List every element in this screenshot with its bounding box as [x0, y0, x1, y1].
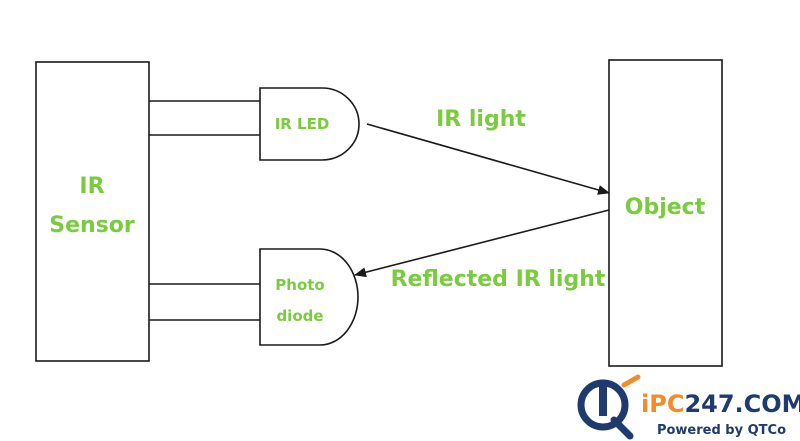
ir-led-block	[259, 87, 360, 161]
logo-prefix: iPC	[641, 390, 684, 418]
ir-sensor-block	[35, 61, 150, 362]
ipc247-logo: iPC247.COM Powered by QTCo	[577, 374, 800, 440]
photodiode-label-line1: Photo	[275, 276, 324, 294]
ir-light-arrow	[366, 123, 610, 195]
photodiode-label-line2: diode	[276, 307, 323, 325]
logo-suffix: 247.COM	[684, 390, 800, 418]
ir-light-label: IR light	[436, 107, 526, 132]
object-block	[608, 59, 723, 367]
logo-tagline: Powered by QTCo	[657, 423, 786, 438]
ir-led-label: IR LED	[275, 115, 330, 133]
logo-q-mark-icon	[577, 374, 641, 440]
photodiode-block	[259, 248, 359, 346]
reflected-ir-light-arrow	[354, 209, 610, 278]
reflected-ir-light-label: Reflected IR light	[391, 267, 606, 292]
ir-sensor-label-line1: IR	[79, 174, 104, 199]
svg-text:iPC247.COM: iPC247.COM	[641, 390, 800, 418]
object-label: Object	[625, 195, 706, 220]
ir-sensor-label-line2: Sensor	[49, 213, 135, 238]
